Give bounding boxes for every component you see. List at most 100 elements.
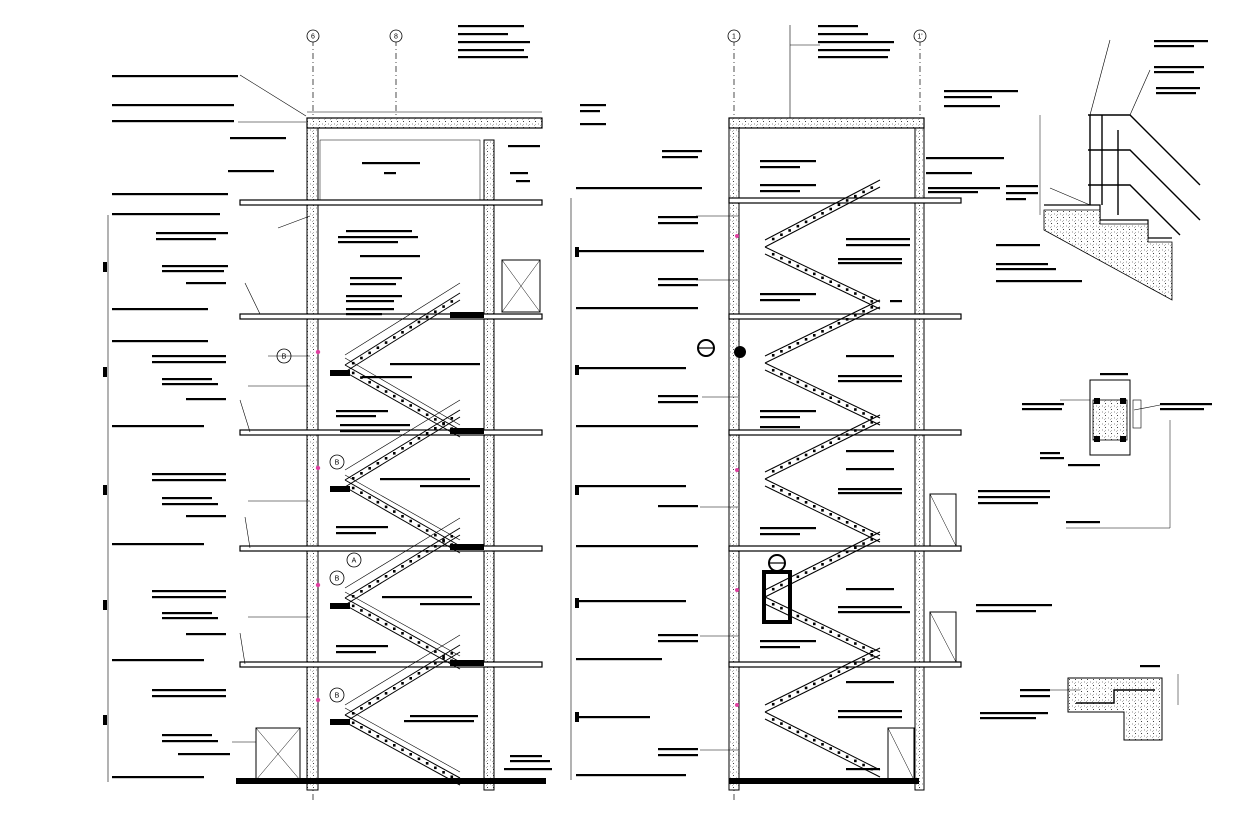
stair-step <box>450 300 454 303</box>
stair-step <box>780 256 783 260</box>
stair-step <box>804 734 808 738</box>
grid-label-1: 1 <box>732 34 736 41</box>
stair-step <box>780 372 783 376</box>
annotation-text-bar <box>186 633 226 636</box>
stair-step <box>376 618 380 621</box>
stair-step <box>409 753 413 756</box>
stair-step <box>360 491 363 495</box>
stair-step <box>870 300 874 303</box>
stair-step <box>417 320 421 324</box>
stair-step <box>788 694 791 698</box>
annotation-text-bar <box>112 308 208 311</box>
stair-step <box>384 692 388 695</box>
stair-step <box>442 538 445 542</box>
stair-step <box>854 546 857 550</box>
annotation-text-bar <box>846 588 894 591</box>
stair-step <box>450 775 454 779</box>
stair-step <box>780 350 783 353</box>
leader-line <box>277 215 311 229</box>
annotation-text-bar <box>1156 87 1200 90</box>
right-window-1 <box>929 493 957 547</box>
annotation-text-bar <box>1006 185 1038 188</box>
annotation-text-bar <box>420 603 480 606</box>
stair-step <box>450 417 454 420</box>
annotation-text-bar <box>152 479 226 482</box>
stair-step <box>351 486 355 490</box>
detail-tag-1: B <box>282 354 287 361</box>
stair-step <box>401 565 404 568</box>
right-wall <box>483 139 495 791</box>
leader-line <box>244 282 261 315</box>
stair-step <box>376 500 380 504</box>
annotation-text-bar <box>576 425 698 428</box>
annotation-text-bar <box>186 282 226 285</box>
stair-step <box>384 390 388 393</box>
stair-step <box>845 755 849 759</box>
stair-step <box>804 571 808 574</box>
annotation-text-bar <box>838 710 902 713</box>
annotation-text-bar <box>996 280 1082 283</box>
annotation-text-bar <box>362 162 420 165</box>
annotation-text-bar <box>340 430 400 433</box>
stair-step <box>351 595 355 598</box>
stair-step <box>771 485 775 488</box>
grid-bubble-8 <box>389 29 403 43</box>
stair-step <box>788 260 791 264</box>
stair-step <box>442 771 445 774</box>
stair-step <box>829 630 833 634</box>
annotation-text-bar <box>978 496 1050 499</box>
stair-step <box>771 702 775 706</box>
stair-step <box>845 521 849 524</box>
annotation-text-bar <box>996 263 1048 266</box>
annotation-text-bar <box>1156 92 1196 95</box>
stair-step <box>384 575 388 578</box>
stair-step <box>821 212 824 215</box>
grid-label-1prime: 1' <box>917 34 922 41</box>
annotation-text-bar <box>760 646 800 649</box>
stair-step <box>845 318 849 321</box>
stair-step <box>351 712 355 715</box>
annotation-text-bar <box>846 355 894 358</box>
stair-step <box>360 590 363 593</box>
leader-line <box>1129 69 1151 116</box>
annotation-text-bar <box>760 299 800 302</box>
annotation-text-bar <box>1160 408 1204 411</box>
left-staircase-section: 6 8 <box>103 29 546 800</box>
annotation-text-bar <box>996 244 1040 247</box>
annotation-text-bar <box>1140 665 1160 668</box>
stair-step <box>417 641 421 644</box>
annotation-text-bar <box>152 355 226 358</box>
leader-line <box>1133 404 1161 411</box>
annotation-text-bar <box>658 216 698 219</box>
leader-line <box>1049 187 1091 206</box>
annotation-text-bar <box>944 96 992 99</box>
annotation-text-bar <box>420 485 480 488</box>
stair-step <box>854 642 857 645</box>
stair-step <box>392 394 396 398</box>
stair-step <box>870 306 874 309</box>
stair-step <box>401 632 404 635</box>
annotation-text-bar <box>1154 71 1194 74</box>
stair-step <box>870 186 874 189</box>
stair-step <box>862 658 865 661</box>
annotation-text-bar <box>760 640 816 643</box>
annotation-text-bar <box>818 56 888 59</box>
stair-step <box>837 517 841 520</box>
floor-slabs <box>236 199 546 784</box>
stair-step <box>450 652 454 655</box>
stair-step <box>854 194 857 198</box>
stair-step <box>771 354 775 357</box>
column-section-detail <box>1066 379 1171 529</box>
stair-step <box>796 224 800 228</box>
stair-step <box>845 550 849 554</box>
stair-step <box>780 606 783 610</box>
annotation-text-bar <box>580 104 606 107</box>
annotation-text-bar <box>658 284 698 287</box>
annotation-text-bar <box>458 25 524 28</box>
annotation-text-bar <box>162 270 224 273</box>
stair-step <box>821 678 824 682</box>
annotation-text-bar <box>156 238 216 241</box>
stair-step <box>376 697 380 700</box>
stair-step <box>442 540 445 543</box>
detail-tag-3: A <box>352 558 357 565</box>
